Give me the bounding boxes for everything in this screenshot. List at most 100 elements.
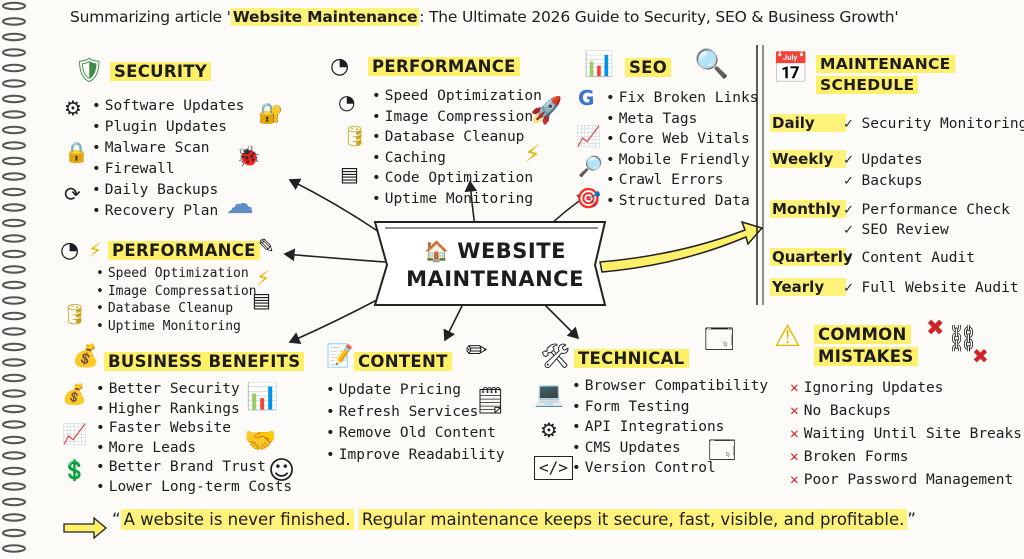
server-icon: ▤ xyxy=(252,288,271,312)
list-item: Database Cleanup xyxy=(372,127,542,148)
spiral-coil xyxy=(2,451,26,460)
google-g-icon: G xyxy=(578,86,595,110)
performance-top-heading: PERFORMANCE xyxy=(368,57,520,76)
list-item: ✕Waiting Until Site Breaks xyxy=(790,426,1022,442)
list-item: Firewall xyxy=(92,159,244,180)
spiral-coil xyxy=(2,63,26,73)
spiral-coil xyxy=(2,234,26,243)
list-item: Uptime Monitoring xyxy=(96,318,257,336)
schedule-row-yearly: Yearly ✓ Full Website Audit xyxy=(770,278,1019,296)
list-item: Faster Website xyxy=(96,419,292,439)
spiral-coil xyxy=(2,125,26,135)
pencil-icon: ✏ xyxy=(466,336,488,366)
content-heading: CONTENT xyxy=(354,352,452,371)
speedometer-icon: ◔ xyxy=(330,54,350,79)
spiral-coil xyxy=(2,513,26,522)
security-heading: SECURITY xyxy=(110,62,212,81)
target-icon: 🎯 xyxy=(576,186,601,210)
close-icon: ✕ xyxy=(790,403,799,419)
spiral-coil xyxy=(2,280,26,290)
spiral-coil xyxy=(2,296,26,305)
center-title: 🏠 WEBSITE MAINTENANCE xyxy=(406,239,584,291)
spiral-coil xyxy=(2,141,26,150)
spiral-coil xyxy=(2,404,26,414)
spiral-coil xyxy=(2,265,26,274)
arrow-right-icon xyxy=(63,516,108,540)
spiral-coil xyxy=(2,94,26,104)
security-list: Software Updates Plugin Updates Malware … xyxy=(92,96,245,222)
spiral-coil xyxy=(2,1,26,11)
list-item: More Leads xyxy=(96,439,292,459)
notepad-icon: 📝 xyxy=(326,344,354,369)
spiral-coil xyxy=(2,497,26,507)
list-item: Speed Optimization xyxy=(372,86,542,107)
list-item: API Integrations xyxy=(572,417,768,438)
list-item: Refresh Services xyxy=(326,402,505,424)
performance-left-list: Speed Optimization Image Compressation D… xyxy=(96,265,257,335)
close-icon: ✖ xyxy=(926,316,945,341)
browser-window-icon: 🗔 xyxy=(704,323,735,356)
spiral-coil xyxy=(2,420,26,429)
schedule-row-weekly: Weekly ✓ Updates ✓ Backups xyxy=(770,150,923,189)
laptop-icon: 💻 xyxy=(534,380,564,408)
list-item: Remove Old Content xyxy=(326,423,505,445)
lightning-icon: ⚡ xyxy=(256,266,271,290)
technical-list: Browser Compatibility Form Testing API I… xyxy=(572,376,768,479)
spiral-coil xyxy=(2,544,26,553)
pencil-icon: ✎ xyxy=(258,234,275,258)
business-list: Better Security Higher Rankings Faster W… xyxy=(96,380,292,497)
spiral-coil xyxy=(2,342,26,352)
list-item: Update Pricing xyxy=(326,380,505,402)
mistakes-heading: COMMON MISTAKES xyxy=(814,324,918,368)
speedometer-icon: ◔ xyxy=(338,90,356,114)
list-item: Uptime Monitoring xyxy=(372,189,542,210)
list-item: Image Compressation xyxy=(96,283,257,301)
list-item: Lower Long-term Costs xyxy=(96,478,292,498)
footer-quote: “A website is never finished. Regular ma… xyxy=(112,509,916,530)
spiral-coil xyxy=(2,172,26,181)
list-item: CMS Updates xyxy=(572,438,768,459)
center-banner xyxy=(373,221,607,306)
list-item: Meta Tags xyxy=(606,109,758,130)
list-item: Mobile Friendly xyxy=(606,150,758,171)
list-item: Browser Compatibility xyxy=(572,376,768,397)
spiral-coil xyxy=(2,187,26,197)
list-item: Daily Backups xyxy=(92,180,244,201)
list-item: Database Cleanup xyxy=(96,300,257,318)
close-icon: ✖ xyxy=(972,344,989,368)
spiral-binding xyxy=(2,1,26,553)
list-item: Image Compression xyxy=(372,107,542,128)
spiral-coil xyxy=(2,17,26,26)
list-item: Recovery Plan xyxy=(92,201,244,222)
list-item: Fix Broken Links xyxy=(606,88,759,109)
spiral-coil xyxy=(2,389,26,398)
list-item: ✕Broken Forms xyxy=(790,449,909,465)
bar-chart-icon: 📊 xyxy=(584,50,614,78)
close-icon: ✕ xyxy=(790,426,799,442)
bar-chart-icon: 📈 xyxy=(576,124,601,148)
schedule-row-daily: Daily ✓ Security Monitoring xyxy=(770,114,1024,132)
seo-heading: SEO xyxy=(625,58,672,77)
list-item: Crawl Errors xyxy=(606,170,758,191)
close-icon: ✕ xyxy=(790,380,799,396)
spiral-coil xyxy=(2,32,26,42)
padlock-icon: 🔒 xyxy=(64,140,89,164)
arrow-to-performance-left xyxy=(283,248,386,263)
title-highlight: Website Maintenance xyxy=(230,8,420,26)
performance-top-list: Speed Optimization Image Compression Dat… xyxy=(372,86,542,209)
list-item: Better Brand Trust xyxy=(96,458,292,478)
code-window-icon: </> xyxy=(534,456,573,480)
list-item: ✕No Backups xyxy=(790,403,892,419)
database-icon: 🛢 xyxy=(62,302,88,326)
list-item: ✕Poor Password Management xyxy=(790,472,1014,488)
broken-chain-icon: ⛓ xyxy=(946,324,980,354)
money-bag-icon: 💲 xyxy=(62,458,87,482)
magnifier-icon: 🔍 xyxy=(694,47,729,80)
spiral-coil xyxy=(2,48,26,57)
gear-icon: ⚙ xyxy=(540,418,558,442)
spiral-coil xyxy=(2,249,26,259)
spiral-coil xyxy=(2,311,26,321)
list-item: Better Security xyxy=(96,380,292,400)
page-title: Summarizing article 'Website Maintenance… xyxy=(70,8,899,26)
spiral-coil xyxy=(2,466,26,476)
